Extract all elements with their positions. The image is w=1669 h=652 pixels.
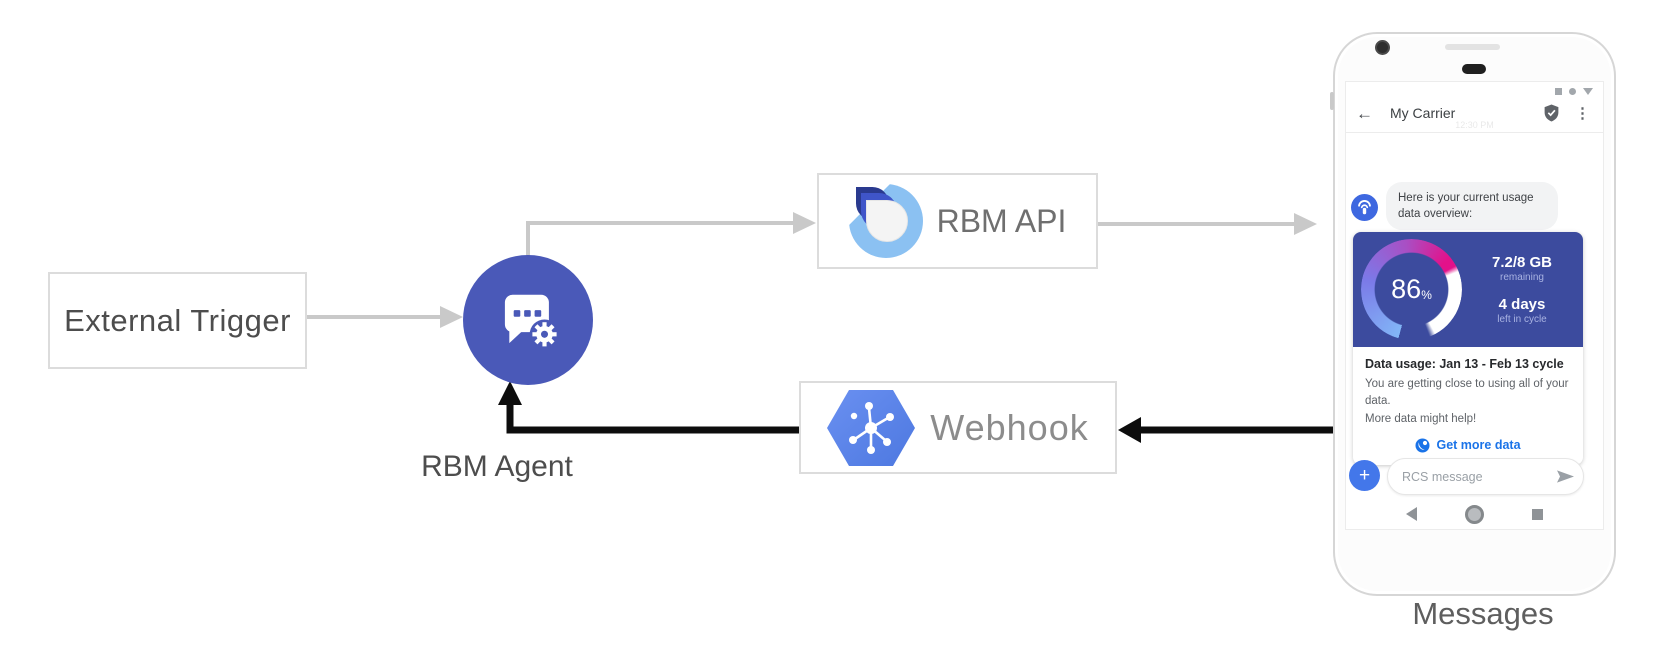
rbm-api-logo-icon [848, 184, 923, 258]
webhook-hexagon-icon [827, 389, 916, 466]
phone-camera [1375, 40, 1390, 55]
rbm-agent-label: RBM Agent [421, 450, 573, 483]
usage-card-title: Data usage: Jan 13 - Feb 13 cycle [1365, 357, 1564, 371]
conversation-title: My Carrier [1390, 105, 1456, 121]
nav-back-icon[interactable] [1406, 507, 1417, 521]
verified-shield-icon [1544, 104, 1559, 122]
status-signal-icon [1569, 88, 1576, 95]
node-external-trigger: External Trigger [48, 272, 307, 369]
get-more-data-label: Get more data [1436, 438, 1521, 453]
data-remaining-value: 7.2/8 GB [1491, 254, 1553, 271]
webhook-label: Webhook [930, 406, 1089, 448]
conversation-header: ← My Carrier ⋮ [1346, 100, 1603, 126]
node-rbm-agent [463, 255, 593, 385]
globe-data-icon [1415, 438, 1430, 453]
hotspot-icon [1358, 200, 1371, 215]
usage-gauge-panel: 86 % 7.2/8 GB remaining 4 days left in c… [1353, 232, 1583, 347]
message-timestamp: 12:30 PM [1455, 120, 1494, 130]
status-network-icon [1555, 88, 1562, 95]
android-nav-bar [1346, 504, 1603, 524]
usage-card-details: Data usage: Jan 13 - Feb 13 cycle You ar… [1353, 347, 1583, 465]
gauge-ring [1361, 239, 1462, 340]
days-left-label: left in cycle [1497, 314, 1547, 325]
agent-avatar [1351, 194, 1378, 221]
attach-plus-button[interactable]: + [1349, 460, 1380, 491]
chat-bubble: Here is your current usage data overview… [1386, 182, 1558, 231]
rcs-message-input[interactable] [1387, 458, 1584, 495]
get-more-data-action[interactable]: Get more data [1365, 438, 1571, 453]
node-rbm-api: RBM API [817, 173, 1098, 269]
send-icon[interactable] [1557, 470, 1574, 483]
nav-home-icon[interactable] [1465, 504, 1484, 524]
rbm-api-label: RBM API [936, 202, 1067, 239]
status-bar [1555, 87, 1593, 96]
header-divider [1346, 132, 1603, 133]
chat-gear-icon [504, 294, 560, 350]
phone-side-button [1330, 92, 1334, 110]
compose-bar [1387, 458, 1584, 495]
back-arrow-icon[interactable]: ← [1356, 103, 1373, 123]
phone-earpiece [1462, 64, 1486, 74]
phone-speaker-slot [1445, 44, 1500, 50]
nav-recents-icon[interactable] [1532, 508, 1543, 520]
phone-screen: ← My Carrier ⋮ 12:30 PM Here is your cur… [1346, 82, 1603, 529]
status-battery-icon [1583, 88, 1593, 95]
messages-caption: Messages [1412, 596, 1554, 631]
external-trigger-label: External Trigger [64, 302, 291, 338]
node-webhook: Webhook [799, 381, 1117, 474]
gauge-percent-value: 86 [1391, 274, 1422, 304]
usage-rich-card: 86 % 7.2/8 GB remaining 4 days left in c… [1353, 232, 1583, 465]
usage-gauge: 86 % [1361, 239, 1462, 340]
gauge-percent-sign: % [1421, 287, 1432, 302]
days-left-value: 4 days [1498, 296, 1546, 313]
phone-mockup: ← My Carrier ⋮ 12:30 PM Here is your cur… [1330, 32, 1616, 596]
usage-card-body-line2: More data might help! [1365, 412, 1477, 425]
data-remaining-label: remaining [1500, 272, 1544, 283]
usage-card-body-line1: You are getting close to using all of yo… [1365, 378, 1569, 408]
overflow-menu-icon[interactable]: ⋮ [1575, 105, 1591, 122]
